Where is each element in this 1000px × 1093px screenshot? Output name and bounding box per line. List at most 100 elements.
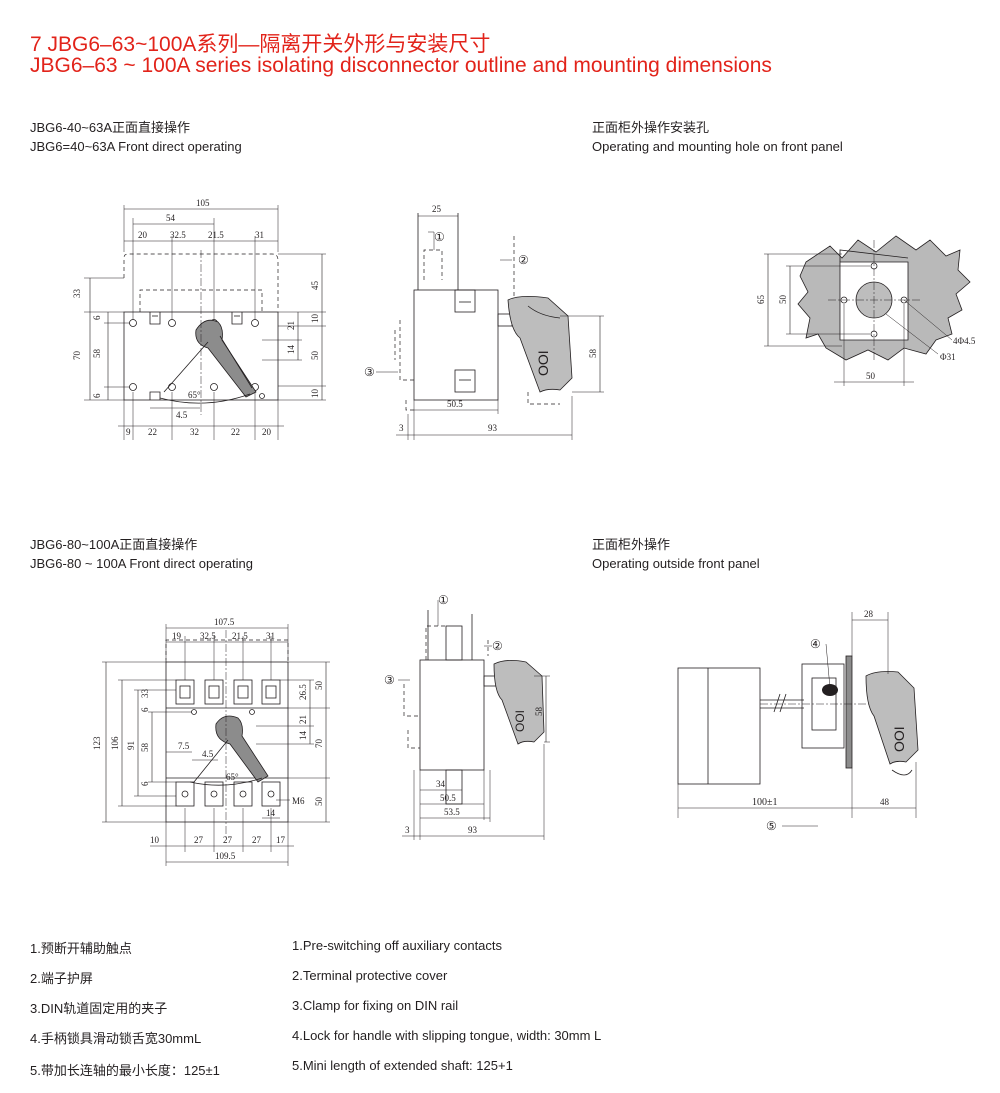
dim-6-upper-left: 6 bbox=[92, 315, 102, 320]
callout-2-side2: ② bbox=[492, 639, 503, 653]
note-cn-3: 3.DIN轨道固定用的夹子 bbox=[30, 1001, 168, 1016]
dim-109.5: 109.5 bbox=[215, 851, 236, 861]
terminal-cover-outline bbox=[123, 253, 279, 310]
dim-123: 123 bbox=[92, 736, 102, 750]
angle-arc bbox=[159, 393, 251, 404]
dim-4.5-2: 4.5 bbox=[202, 749, 214, 759]
dim-58-left: 58 bbox=[92, 349, 102, 359]
dim-7.5: 7.5 bbox=[178, 741, 190, 751]
dim-20-top: 20 bbox=[138, 230, 148, 240]
callout-1-side2: ① bbox=[438, 593, 449, 607]
side-handle bbox=[507, 296, 573, 393]
handle-mark: OOI bbox=[535, 350, 551, 376]
angle-65: 65° bbox=[188, 390, 201, 400]
caption-s2-cn: 正面柜外操作安装孔 bbox=[592, 120, 710, 135]
dim-107.5: 107.5 bbox=[214, 617, 235, 627]
dim-91: 91 bbox=[126, 741, 136, 750]
dim-100-outside: 100±1 bbox=[752, 797, 778, 808]
dim-21.5-top2: 21.5 bbox=[232, 631, 248, 641]
note-cn-2: 2.端子护屏 bbox=[30, 971, 93, 986]
dim-31-top2: 31 bbox=[266, 631, 275, 641]
drawing-outside-panel: OOI 28 ④ 100±1 48 ⑤ bbox=[677, 609, 919, 833]
front2-top-terminals bbox=[175, 679, 281, 715]
dim-phi31: Φ31 bbox=[940, 352, 956, 362]
side-body bbox=[413, 289, 499, 401]
cabinet-wall bbox=[845, 655, 853, 769]
drawing-front-80-100a: 107.5 19 32.5 21.5 31 123 106 91 58 6 33… bbox=[92, 617, 330, 866]
dim-53.5-side2: 53.5 bbox=[444, 807, 460, 817]
dim-22-bottom-a: 22 bbox=[148, 427, 157, 437]
note-en-4: 4.Lock for handle with slipping tongue, … bbox=[292, 1028, 602, 1043]
callout-1-side: ① bbox=[434, 230, 445, 244]
outside-handle-mark: OOI bbox=[891, 726, 907, 752]
caption-s4-cn: 正面柜外操作 bbox=[592, 537, 671, 552]
front2-cover-outline bbox=[165, 639, 289, 662]
operating-handle bbox=[195, 319, 257, 398]
note-en-5: 5.Mini length of extended shaft: 125+1 bbox=[292, 1058, 513, 1073]
top-terminals bbox=[129, 312, 259, 327]
note-cn-5: 5.带加长连轴的最小长度：125±1 bbox=[30, 1063, 220, 1078]
dim-27-bottom2-a: 27 bbox=[194, 835, 204, 845]
caption-s3-cn: JBG6-80~100A正面直接操作 bbox=[30, 537, 198, 552]
caption-s2-en: Operating and mounting hole on front pan… bbox=[592, 139, 843, 154]
dim-14-right: 14 bbox=[286, 345, 296, 355]
caption-s4-en: Operating outside front panel bbox=[592, 556, 760, 571]
dim-6-lower-left: 6 bbox=[92, 393, 102, 398]
dim-54: 54 bbox=[166, 213, 176, 223]
dim-105: 105 bbox=[196, 198, 210, 208]
dim-33-left: 33 bbox=[72, 289, 82, 299]
dim-6-upper-left2: 6 bbox=[140, 707, 150, 712]
drawing-front-40-63a: 105 54 20 32.5 21.5 31 33 70 6 58 6 45 1… bbox=[72, 198, 326, 440]
dim-70-left: 70 bbox=[72, 351, 82, 361]
handle2-mark: OOI bbox=[513, 710, 527, 732]
drawing-side-80-100a: OOI ① ② ③ 58 34 50.5 53.5 3 93 bbox=[384, 593, 550, 840]
callout-4-outside: ④ bbox=[810, 637, 821, 651]
aux-contact-outline bbox=[423, 249, 443, 280]
dim-10-upper-right: 10 bbox=[310, 314, 320, 324]
dim-58-side2: 58 bbox=[534, 707, 544, 717]
callout-3-side: ③ bbox=[364, 365, 375, 379]
dim-21-right: 21 bbox=[286, 321, 296, 330]
handle-lock-box bbox=[801, 663, 845, 749]
dim-32.5-top: 32.5 bbox=[170, 230, 186, 240]
dim-65-hole: 65 bbox=[756, 295, 766, 305]
lock-marker bbox=[822, 684, 838, 696]
dim-25-side: 25 bbox=[432, 204, 442, 214]
outside-handle bbox=[865, 671, 919, 765]
dim-6-lower-left2: 6 bbox=[140, 781, 150, 786]
dim-26.5-right2: 26.5 bbox=[298, 684, 308, 700]
dim-93-side: 93 bbox=[488, 423, 498, 433]
dim-32-bottom: 32 bbox=[190, 427, 199, 437]
dim-10-bottom2: 10 bbox=[150, 835, 160, 845]
dim-50-lower-right2: 50 bbox=[314, 797, 324, 807]
dim-20-bottom: 20 bbox=[262, 427, 272, 437]
note-en-3: 3.Clamp for fixing on DIN rail bbox=[292, 998, 459, 1013]
dim-32.5-top2: 32.5 bbox=[200, 631, 216, 641]
title-en: JBG6–63 ~ 100A series isolating disconne… bbox=[30, 54, 772, 77]
side2-body bbox=[419, 659, 485, 771]
dim-17-bottom2: 17 bbox=[276, 835, 286, 845]
dim-93-side2: 93 bbox=[468, 825, 478, 835]
dim-50-hole-v: 50 bbox=[778, 295, 788, 305]
caption-s2: 正面柜外操作安装孔 Operating and mounting hole on… bbox=[592, 118, 843, 156]
dim-10-lower-right: 10 bbox=[310, 389, 320, 399]
dim-9-bottom: 9 bbox=[126, 427, 131, 437]
note-cn-1: 1.预断开辅助触点 bbox=[30, 941, 132, 956]
dim-33-left2: 33 bbox=[140, 689, 150, 699]
dim-34-side2: 34 bbox=[436, 779, 446, 789]
dim-106: 106 bbox=[110, 736, 120, 750]
caption-s1: JBG6-40~63A正面直接操作 JBG6=40~63A Front dire… bbox=[30, 118, 242, 156]
angle-65-2: 65° bbox=[226, 772, 239, 782]
dim-28-outside: 28 bbox=[864, 609, 874, 619]
caption-s1-en: JBG6=40~63A Front direct operating bbox=[30, 139, 242, 154]
title-cn: 7 JBG6–63~100A系列—隔离开关外形与安装尺寸 bbox=[30, 33, 491, 56]
dim-31-top: 31 bbox=[255, 230, 264, 240]
callout-5-outside: ⑤ bbox=[766, 819, 777, 833]
caption-s3-en: JBG6-80 ~ 100A Front direct operating bbox=[30, 556, 253, 571]
caption-s4: 正面柜外操作 Operating outside front panel bbox=[592, 535, 760, 573]
caption-s1-cn: JBG6-40~63A正面直接操作 bbox=[30, 120, 191, 135]
dim-21-right2: 21 bbox=[298, 715, 308, 724]
drawing-side-40-63a: OOI 25 ① ② ③ 58 50.5 3 93 bbox=[364, 204, 604, 440]
dim-58-side: 58 bbox=[588, 349, 598, 359]
